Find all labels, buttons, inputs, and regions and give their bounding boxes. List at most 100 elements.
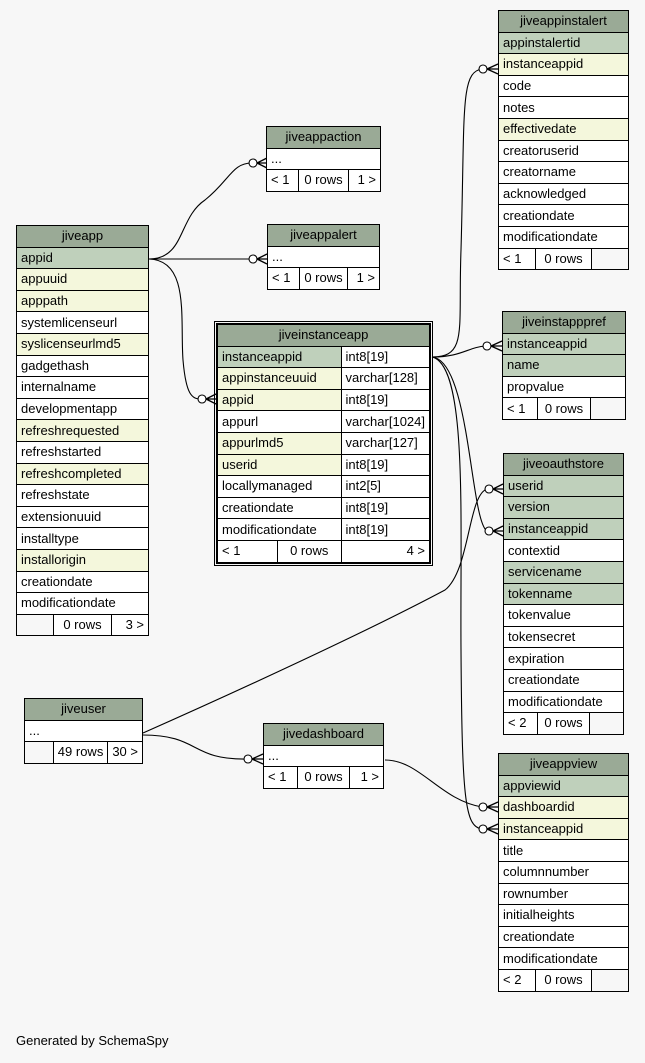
column-name: appid — [217, 388, 342, 412]
column-type: varchar[127] — [340, 431, 430, 455]
column-name: creatorname — [498, 161, 629, 184]
column-row: ... — [267, 245, 380, 269]
column-name: instanceappid — [498, 817, 629, 841]
column-name: contextid — [503, 539, 624, 562]
table-header: jiveappinstalert — [498, 10, 629, 33]
row-count: 49 rows — [52, 741, 109, 764]
edge-marker — [484, 526, 494, 536]
column-row: title — [498, 839, 629, 862]
column-row: appinstalertid — [498, 31, 629, 55]
column-name: instanceappid — [502, 332, 626, 356]
parents-count: < 1 — [502, 397, 538, 420]
column-row: contextid — [503, 539, 624, 562]
table-header: jiveuser — [24, 698, 143, 721]
column-row: effectivedate — [498, 117, 629, 141]
row-count: 0 rows — [299, 267, 348, 290]
column-name: acknowledged — [498, 182, 629, 206]
row-count: 0 rows — [535, 968, 592, 992]
column-row: creationdate — [498, 925, 629, 949]
column-row: creationdate — [498, 204, 629, 227]
column-name: instanceappid — [503, 517, 624, 541]
edge-marker — [482, 341, 492, 351]
column-type: int8[19] — [340, 388, 430, 412]
parents-count: < 1 — [267, 267, 300, 290]
column-name: internalname — [16, 376, 149, 399]
children-count: 30 > — [107, 741, 143, 764]
column-row: appuuid — [16, 268, 149, 291]
column-name: appid — [16, 246, 149, 270]
column-row: propvalue — [502, 375, 626, 399]
table-header: jiveappaction — [266, 126, 381, 149]
column-name: refreshstate — [16, 484, 149, 507]
column-name: notes — [498, 96, 629, 119]
edge-jiveuser-oauthstore — [142, 488, 488, 734]
parents-count: < 1 — [266, 169, 299, 192]
column-row: appid — [16, 246, 149, 270]
column-name: ... — [263, 744, 384, 768]
column-row: extensionuuid — [16, 505, 149, 529]
column-name: creationdate — [16, 570, 149, 594]
column-row: tokensecret — [503, 625, 624, 649]
edge-jivedashboard-appview — [384, 759, 483, 808]
parents-count: < 1 — [263, 766, 298, 789]
children-count — [589, 712, 624, 735]
table-header: jiveappalert — [267, 224, 380, 247]
column-row: name — [502, 354, 626, 377]
table-header: jiveinstanceapp — [217, 324, 430, 347]
table-header: jiveappview — [498, 753, 629, 776]
column-row: columnnumber — [498, 860, 629, 884]
column-type: int8[19] — [340, 345, 430, 369]
column-name: refreshcompleted — [16, 462, 149, 486]
column-name: appuuid — [16, 268, 149, 291]
column-name: apppath — [16, 289, 149, 313]
edge-marker — [478, 802, 488, 812]
children-count: 1 > — [347, 267, 380, 290]
column-row: instanceappid — [498, 53, 629, 76]
column-name: appinstanceuuid — [217, 367, 342, 390]
column-name: servicename — [503, 560, 624, 584]
edge-marker — [248, 254, 258, 264]
edge-marker — [478, 824, 488, 834]
column-row: modificationdate — [498, 225, 629, 249]
column-row: refreshrequested — [16, 419, 149, 442]
column-row: refreshstate — [16, 484, 149, 507]
column-row: dashboardid — [498, 796, 629, 819]
column-name: creationdate — [498, 925, 629, 949]
column-row: systemlicenseurl — [16, 311, 149, 334]
column-name: systemlicenseurl — [16, 311, 149, 334]
column-name: version — [503, 496, 624, 519]
column-name: code — [498, 74, 629, 98]
table-header: jiveoauthstore — [503, 453, 624, 476]
column-type: varchar[128] — [340, 367, 430, 390]
column-name: tokenname — [503, 582, 624, 606]
edge-marker — [243, 754, 253, 764]
column-row: internalname — [16, 376, 149, 399]
column-name: appinstalertid — [498, 31, 629, 55]
column-name: expiration — [503, 647, 624, 670]
column-row: installtype — [16, 527, 149, 550]
edge-instanceapp-appinstalert — [431, 68, 483, 358]
column-row: instanceappid — [502, 332, 626, 356]
row-count: 0 rows — [535, 247, 592, 271]
column-row: modificationdate — [498, 947, 629, 970]
column-name: extensionuuid — [16, 505, 149, 529]
edge-marker — [478, 64, 488, 74]
row-count: 0 rows — [537, 712, 590, 735]
column-name: userid — [217, 453, 342, 477]
parents-count: < 1 — [498, 247, 536, 271]
parents-count — [16, 613, 54, 637]
column-name: ... — [267, 245, 380, 269]
edge-marker — [484, 484, 494, 494]
